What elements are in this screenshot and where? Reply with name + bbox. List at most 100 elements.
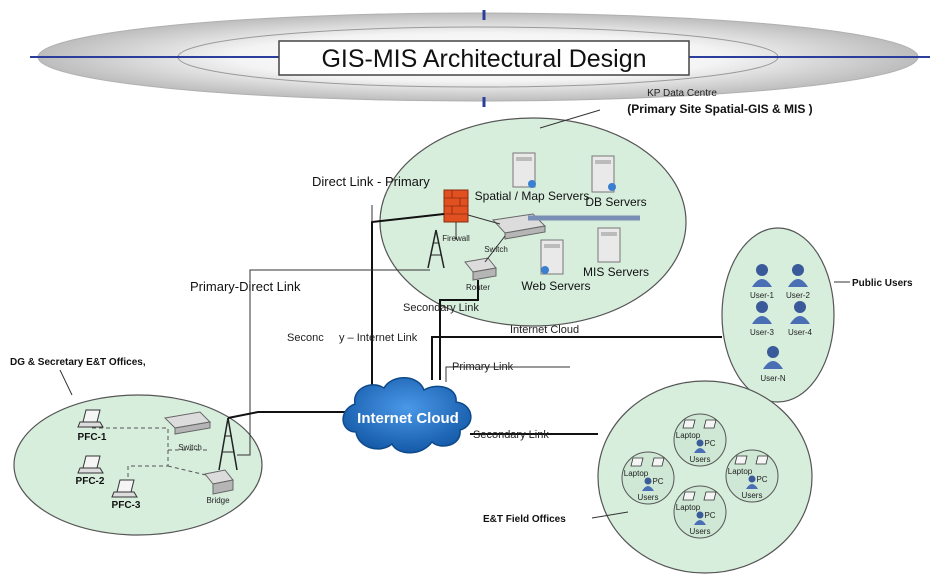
pc-label: PFC-3 — [112, 500, 141, 511]
pc-label: PFC-1 — [78, 432, 107, 443]
field-offices-zone: E&T Field Offices LaptopPCUsersLaptopPCU… — [483, 380, 813, 574]
dg-lan-dash — [167, 465, 211, 477]
cloud-icon — [342, 377, 472, 454]
internet-public-link — [431, 336, 722, 380]
primary-direct-label: Primary-Direct Link — [190, 279, 301, 294]
user-icon — [752, 301, 772, 324]
dc-internal-link — [484, 235, 506, 263]
cloud-dg-link — [227, 411, 345, 419]
laptop-label: Laptop — [676, 431, 701, 440]
laptop-label: Laptop — [624, 469, 649, 478]
user-label: User-1 — [750, 291, 775, 300]
users-label: Users — [690, 527, 711, 536]
dg-offices-callout — [59, 369, 73, 396]
secondary-field-label: Secondary Link — [473, 429, 549, 441]
pc-icon — [651, 457, 665, 467]
direct-primary-label: Direct Link - Primary — [312, 174, 430, 189]
primary-direct-link — [237, 269, 430, 456]
data-centre-site-label: (Primary Site Spatial-GIS & MIS ) — [627, 102, 812, 116]
bridge-icon — [204, 469, 234, 495]
cloud-label: Internet Cloud — [357, 410, 459, 427]
user-icon — [644, 477, 652, 485]
laptop-icon — [682, 491, 696, 501]
mis-server-icon — [597, 227, 621, 263]
field-offices-label: E&T Field Offices — [483, 514, 566, 525]
pc-label: PC — [652, 477, 663, 486]
user-icon — [746, 484, 758, 489]
laptop-label: Laptop — [728, 467, 753, 476]
user-label: User-N — [760, 374, 786, 383]
laptop-icon — [77, 409, 104, 428]
user-icon — [748, 475, 756, 483]
laptop-icon — [734, 455, 748, 465]
title-box — [278, 40, 690, 76]
dc-internal-link — [467, 214, 501, 225]
users-label: Users — [690, 455, 711, 464]
field-offices-callout — [591, 511, 629, 519]
internet-cloud: Internet Cloud — [342, 377, 472, 454]
user-label: User-2 — [786, 291, 811, 300]
spatial-server-icon — [512, 152, 536, 188]
user-label: User-3 — [750, 328, 775, 337]
public-users-label: Public Users — [852, 278, 913, 289]
secondary-internet-label-right: y – Internet Link — [339, 332, 418, 344]
user-icon — [642, 486, 654, 491]
pc-icon — [755, 455, 769, 465]
bridge-label: Bridge — [206, 496, 230, 505]
primary-link — [445, 366, 570, 382]
pc-label: PC — [704, 511, 715, 520]
internet-public-label: Internet Cloud — [510, 324, 579, 336]
laptop-label: Laptop — [676, 503, 701, 512]
firewall-icon — [443, 189, 469, 223]
data-centre-zone: KP Data Centre (Primary Site Spatial-GIS… — [379, 88, 813, 327]
dg-offices-label: DG & Secretary E&T Offices, — [10, 357, 146, 368]
laptop-icon — [111, 479, 138, 498]
users-label: Users — [742, 491, 763, 500]
secondary-internet-label-left: Seconc — [287, 332, 324, 344]
web-server-icon — [540, 239, 564, 275]
field-offices-ellipse — [597, 380, 813, 574]
laptop-icon — [630, 457, 644, 467]
secondary-dc-link — [439, 280, 479, 380]
data-centre-caption: KP Data Centre — [647, 88, 717, 99]
pc-label: PC — [704, 439, 715, 448]
network-links: Direct Link - Primary Primary-Direct Lin… — [190, 174, 722, 456]
sub-office-group: LaptopPCUsersLaptopPCUsersLaptopPCUsersL… — [621, 413, 779, 539]
public-users-ellipse — [721, 227, 835, 403]
users-label: Users — [638, 493, 659, 502]
spatial-servers-label: Spatial / Map Servers — [475, 189, 590, 203]
user-icon — [790, 301, 810, 324]
pc-label: PFC-2 — [76, 476, 105, 487]
pc-icon — [703, 491, 717, 501]
user-icon — [752, 264, 772, 287]
page-title: GIS-MIS Architectural Design — [321, 45, 646, 73]
primary-link-label: Primary Link — [452, 361, 514, 373]
secondary-dc-label: Secondary Link — [403, 302, 479, 314]
web-servers-label: Web Servers — [521, 279, 590, 293]
pc-label: PC — [756, 475, 767, 484]
data-centre-callout-line — [539, 109, 601, 129]
antenna-icon — [218, 417, 238, 471]
dg-switch-label: Switch — [178, 443, 202, 452]
user-label: User-4 — [788, 328, 813, 337]
router-icon — [464, 257, 497, 281]
user-icon — [788, 264, 808, 287]
antenna-icon — [427, 229, 445, 269]
user-icon — [694, 520, 706, 525]
user-icon — [696, 511, 704, 519]
user-icon — [696, 439, 704, 447]
db-server-icon — [591, 155, 616, 193]
dg-offices-zone: DG & Secretary E&T Offices, PFC-1 PFC-2 … — [10, 357, 263, 536]
mis-servers-label: MIS Servers — [583, 265, 649, 279]
switch-icon — [163, 411, 212, 435]
public-users-zone: Public Users User-1 User-2 User-3 User-4… — [721, 227, 913, 403]
laptop-icon — [682, 419, 696, 429]
title-banner: GIS-MIS Architectural Design — [30, 10, 930, 107]
laptop-icon — [77, 455, 104, 474]
pc-icon — [703, 419, 717, 429]
user-icon — [694, 448, 706, 453]
switch-label: Switch — [484, 245, 508, 254]
